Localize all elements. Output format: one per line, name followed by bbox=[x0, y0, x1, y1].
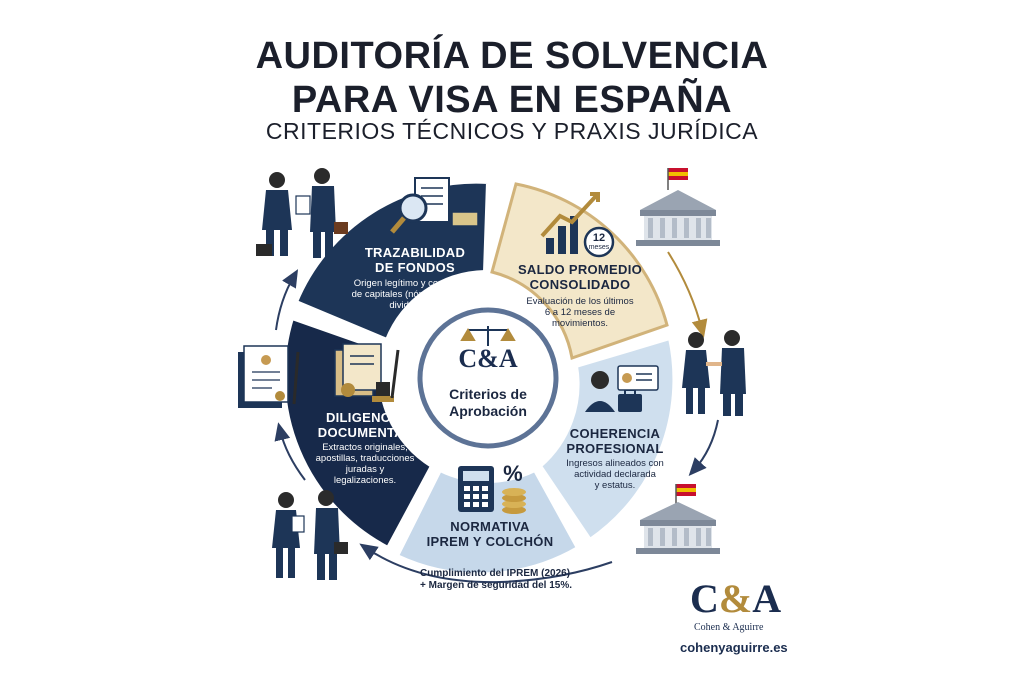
flow-arrow-right bbox=[688, 419, 719, 476]
segment-desc: juradas y bbox=[345, 464, 385, 475]
center-label-line1: Criterios de bbox=[449, 386, 527, 402]
segment-title: NORMATIVA bbox=[450, 519, 530, 534]
calculator-coins-icon bbox=[458, 466, 526, 514]
scales-icon bbox=[460, 326, 516, 346]
segment-desc: movimientos. bbox=[552, 318, 608, 329]
segment-desc: apostillas, traducciones bbox=[315, 453, 415, 464]
page-title-line1: AUDITORÍA DE SOLVENCIA bbox=[255, 35, 769, 77]
growth-chart-icon bbox=[540, 192, 615, 258]
handshake-illustration bbox=[682, 330, 746, 416]
flow-arrow-top-right bbox=[667, 251, 708, 338]
segment-desc: de capitales (nóminas, rentas, bbox=[351, 289, 479, 300]
segment-desc: Evaluación de los últimos bbox=[526, 296, 634, 307]
badge-number: 12 bbox=[592, 232, 606, 244]
flow-arrow-bottom bbox=[359, 543, 613, 584]
segment-desc: legalizaciones. bbox=[333, 475, 397, 486]
segment-desc: 6 a 12 meses de bbox=[544, 307, 616, 318]
segment-title: COHERENCIA bbox=[569, 426, 661, 441]
brand-logo-amp: & bbox=[718, 576, 753, 621]
certificate-icon bbox=[238, 345, 300, 408]
segment-title: DILIGENCIA bbox=[325, 410, 405, 425]
brand-url[interactable]: cohenyaguirre.es bbox=[680, 640, 788, 655]
segment-title: DE FONDOS bbox=[375, 260, 455, 275]
badge-unit: meses bbox=[588, 244, 610, 251]
segment-title: TRAZABILIDAD bbox=[364, 245, 466, 260]
page-subtitle: CRITERIOS TÉCNICOS Y PRAXIS JURÍDICA bbox=[265, 118, 759, 144]
segment-desc: actividad declarada bbox=[574, 469, 656, 480]
segment-title: DOCUMENTAL bbox=[317, 425, 413, 440]
center-circle bbox=[417, 307, 559, 449]
government-building-2-icon bbox=[636, 484, 720, 554]
segment-desc: Origen legítimo y consistente bbox=[353, 278, 477, 289]
iprem-note-line2: + Margen de seguridad del 15%. bbox=[420, 580, 572, 591]
segment-desc: y estatus. bbox=[594, 480, 636, 491]
segment-desc: Ingresos alineados con bbox=[566, 458, 664, 469]
professional-icon bbox=[585, 365, 659, 412]
people-meeting-illustration bbox=[272, 490, 348, 580]
segment-desc: dividendos). bbox=[389, 300, 441, 311]
brand-name: Cohen & Aguirre bbox=[694, 622, 764, 633]
segment-normativa bbox=[394, 467, 581, 577]
segment-title: CONSOLIDADO bbox=[529, 277, 631, 292]
segment-title: PROFESIONAL bbox=[566, 441, 664, 456]
page-title-line2: PARA VISA EN ESPAÑA bbox=[291, 79, 733, 121]
percent-symbol: % bbox=[503, 461, 523, 486]
segment-saldo bbox=[490, 182, 669, 360]
documents-stamp-icon bbox=[334, 343, 400, 402]
segment-title: IPREM Y COLCHÓN bbox=[426, 534, 554, 549]
people-document-illustration bbox=[256, 168, 348, 258]
center-logo: C&A bbox=[458, 344, 518, 373]
center-label-line2: Aprobación bbox=[449, 403, 527, 419]
segment-desc: Extractos originales, bbox=[322, 442, 408, 453]
flow-arrow-top-left bbox=[275, 269, 299, 331]
government-building-icon bbox=[636, 168, 720, 246]
brand-logo-a: A bbox=[752, 576, 782, 621]
iprem-note-line1: Cumplimiento del IPREM (2026) bbox=[420, 568, 571, 579]
brand-logo: C&A bbox=[690, 575, 781, 622]
magnifier-documents-icon bbox=[390, 177, 480, 234]
flow-arrow-left bbox=[274, 422, 306, 481]
segment-title: SALDO PROMEDIO bbox=[517, 262, 643, 277]
brand-logo-c: C bbox=[690, 576, 719, 621]
